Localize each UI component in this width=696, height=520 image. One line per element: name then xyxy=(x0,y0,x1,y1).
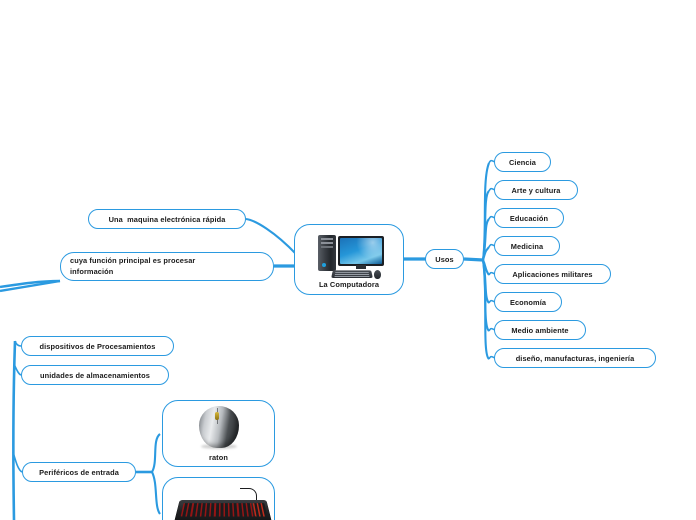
node-definition-1-label: Una maquina electrónica rápida xyxy=(108,214,226,224)
node-uso-educacion[interactable]: Educación xyxy=(494,208,564,228)
center-node[interactable]: La Computadora xyxy=(294,224,404,295)
node-uso-medio-ambiente-label: Medio ambiente xyxy=(511,325,569,335)
node-unidades-de-almacenamientos[interactable]: unidades de almacenamientos xyxy=(21,365,169,385)
node-uso-ciencia[interactable]: Ciencia xyxy=(494,152,551,172)
node-teclado[interactable] xyxy=(162,477,275,520)
node-raton[interactable]: raton xyxy=(162,400,275,467)
node-uso-arte-y-cultura[interactable]: Arte y cultura xyxy=(494,180,578,200)
node-usos[interactable]: Usos xyxy=(425,249,464,269)
node-uso-aplicaciones-militares[interactable]: Aplicaciones militares xyxy=(494,264,611,284)
node-dispositivos-de-procesamientos[interactable]: dispositivos de Procesamientos xyxy=(21,336,174,356)
computer-mouse-icon xyxy=(193,404,245,450)
node-uso-medio-ambiente[interactable]: Medio ambiente xyxy=(494,320,586,340)
node-unidades-de-almacenamientos-label: unidades de almacenamientos xyxy=(40,370,150,380)
node-uso-economia[interactable]: Economía xyxy=(494,292,562,312)
node-raton-label: raton xyxy=(209,452,228,462)
node-definition-2[interactable]: cuya función principal es procesar infor… xyxy=(60,252,274,281)
node-dispositivos-de-procesamientos-label: dispositivos de Procesamientos xyxy=(39,341,156,351)
node-uso-diseno-manufacturas-ingenieria[interactable]: diseño, manufacturas, ingeniería xyxy=(494,348,656,368)
node-uso-educacion-label: Educación xyxy=(509,213,549,223)
node-usos-label: Usos xyxy=(435,254,454,264)
node-uso-medicina[interactable]: Medicina xyxy=(494,236,560,256)
node-uso-arte-y-cultura-label: Arte y cultura xyxy=(511,185,561,195)
node-uso-medicina-label: Medicina xyxy=(510,241,544,251)
center-node-label: La Computadora xyxy=(318,280,380,289)
node-definition-1[interactable]: Una maquina electrónica rápida xyxy=(88,209,246,229)
node-uso-economia-label: Economía xyxy=(509,297,547,307)
node-perifericos-de-entrada[interactable]: Periféricos de entrada xyxy=(22,462,136,482)
node-uso-aplicaciones-militares-label: Aplicaciones militares xyxy=(512,269,593,279)
node-uso-ciencia-label: Ciencia xyxy=(509,157,536,167)
node-definition-2-label: cuya función principal es procesar infor… xyxy=(70,255,196,276)
node-perifericos-de-entrada-label: Periféricos de entrada xyxy=(39,467,119,477)
node-uso-diseno-manufacturas-ingenieria-label: diseño, manufacturas, ingeniería xyxy=(515,353,635,363)
keyboard-icon xyxy=(167,488,272,520)
desktop-computer-icon xyxy=(310,235,388,280)
